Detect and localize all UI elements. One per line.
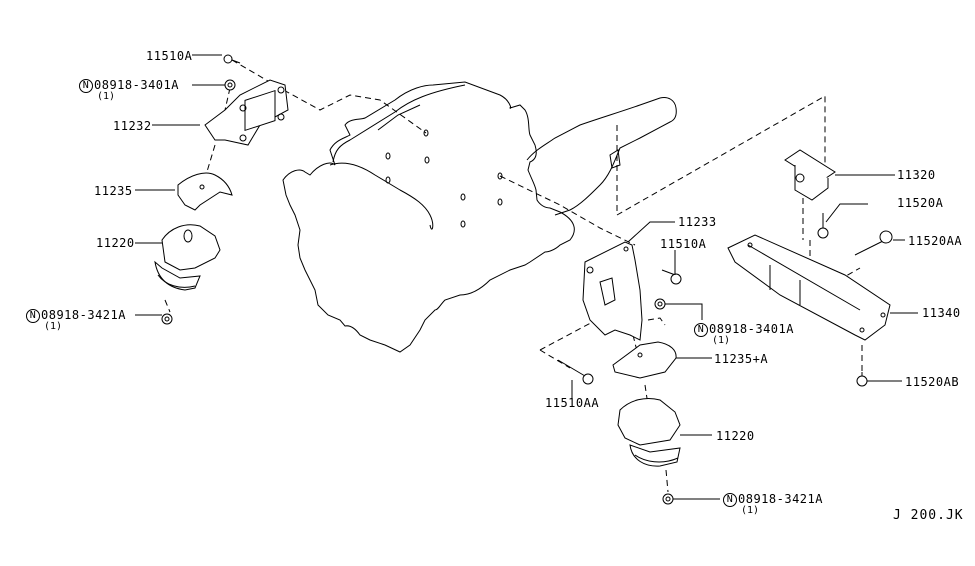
bolt-11510AA (557, 359, 594, 385)
n-note-icon: N (79, 79, 93, 93)
rear-mount-11320 (784, 149, 836, 201)
part-label-11520A[interactable]: 11520A (897, 196, 944, 210)
label-leaders (135, 54, 918, 500)
qty-08918-3401A-right: (1) (712, 335, 731, 346)
bolt-11520AA (854, 230, 893, 256)
part-label-11510AA[interactable]: 11510AA (545, 396, 600, 410)
part-label-11520AA[interactable]: 11520AA (908, 234, 963, 248)
nut-08918-3401A-left (224, 79, 236, 91)
part-label-11510A-left[interactable]: 11510A (146, 49, 193, 63)
bolt-11520AB (856, 372, 868, 387)
part-label-11233[interactable]: 11233 (678, 215, 717, 229)
insulator-11235-left (177, 172, 233, 211)
part-label-11235A[interactable]: 11235+A (714, 352, 769, 366)
right-bracket-11233 (582, 241, 643, 341)
part-label-11235[interactable]: 11235 (94, 184, 133, 198)
part-label-11520AB[interactable]: 11520AB (905, 375, 960, 389)
part-label-11340[interactable]: 11340 (922, 306, 961, 320)
qty-08918-3401A-left: (1) (97, 91, 116, 102)
part-label-11510A-right[interactable]: 11510A (660, 237, 707, 251)
mount-11220-left (154, 224, 221, 325)
crossmember-11340 (727, 234, 891, 341)
n-note-icon: N (26, 309, 40, 323)
bolt-11510A-left (223, 54, 241, 64)
left-bracket-11232 (204, 79, 289, 146)
qty-08918-3421A-left: (1) (44, 321, 63, 332)
insulator-11235A-right (612, 341, 677, 379)
bolt-11520A (817, 213, 829, 239)
qty-08918-3421A-right: (1) (741, 505, 760, 516)
n-note-icon: N (723, 493, 737, 507)
part-label-11232[interactable]: 11232 (113, 119, 152, 133)
part-label-11320[interactable]: 11320 (897, 168, 936, 182)
nut-08918-3401A-right (654, 298, 666, 310)
diagram-code: J 200.JK (893, 508, 964, 523)
part-label-11220-left[interactable]: 11220 (96, 236, 135, 250)
part-label-11220-right[interactable]: 11220 (716, 429, 755, 443)
bolt-11510A-right (661, 269, 682, 285)
n-note-icon: N (694, 323, 708, 337)
engine-block (282, 81, 677, 353)
mount-11220-right (617, 397, 681, 505)
